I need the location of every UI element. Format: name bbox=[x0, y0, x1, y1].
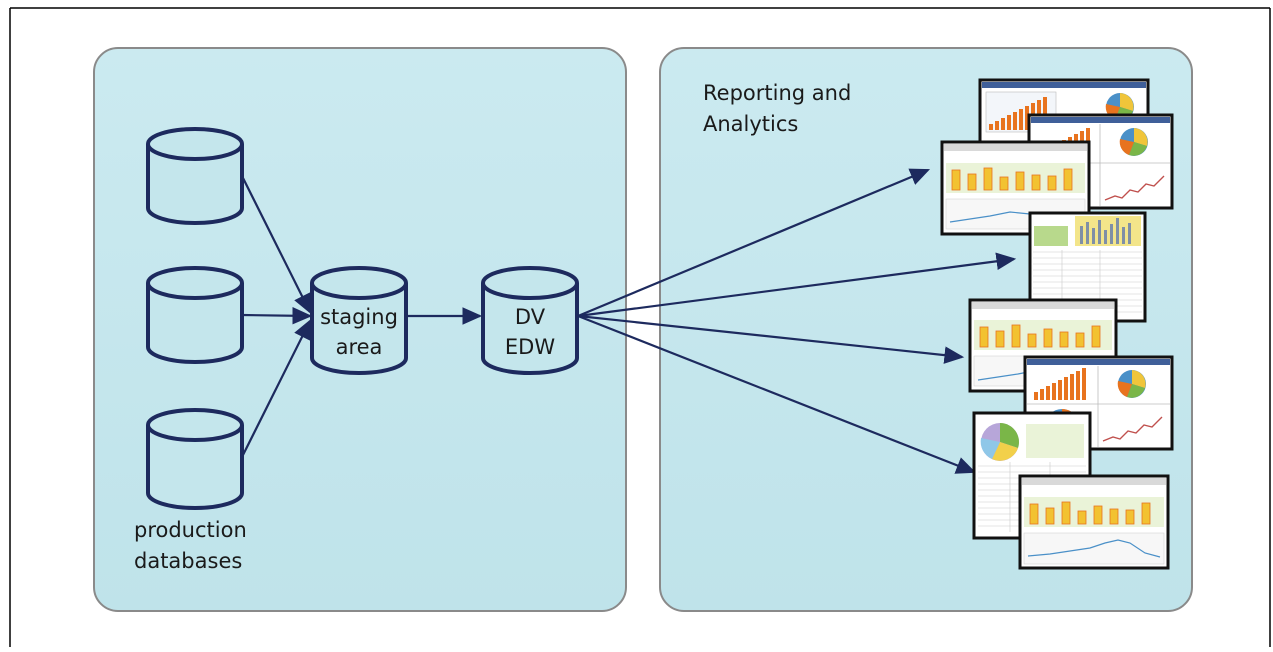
dv-edw-database bbox=[481, 266, 579, 375]
arrow-dv-to-report-2 bbox=[577, 252, 1017, 318]
production-caption-line2: databases bbox=[134, 549, 242, 573]
report-thumbnails bbox=[940, 78, 1174, 570]
arrow-db2-to-staging bbox=[241, 306, 313, 325]
staging-label-line2: area bbox=[336, 335, 383, 359]
arrow-db1-to-staging bbox=[241, 175, 311, 314]
reporting-title-line2: Analytics bbox=[703, 112, 798, 136]
arrow-db3-to-staging bbox=[241, 319, 311, 458]
production-database-3 bbox=[146, 408, 244, 510]
reporting-title-line1: Reporting and bbox=[703, 81, 851, 105]
production-database-1 bbox=[146, 127, 244, 225]
report-thumbnail-bar-report-3 bbox=[1018, 474, 1170, 570]
production-database-2 bbox=[146, 266, 244, 364]
staging-label-line1: staging bbox=[320, 305, 398, 329]
staging-area-database bbox=[310, 266, 408, 375]
arrow-dv-to-report-3 bbox=[577, 314, 965, 364]
report-thumbnail-bar-report-1 bbox=[940, 140, 1091, 236]
production-caption-line1: production bbox=[134, 518, 247, 542]
dv-edw-label-line2: EDW bbox=[505, 335, 555, 359]
source-arrows bbox=[241, 175, 483, 458]
arrow-dv-to-report-1 bbox=[577, 168, 931, 318]
report-arrows bbox=[577, 168, 1017, 474]
arrow-dv-to-report-4 bbox=[577, 314, 977, 474]
dv-edw-label-line1: DV bbox=[515, 305, 546, 329]
